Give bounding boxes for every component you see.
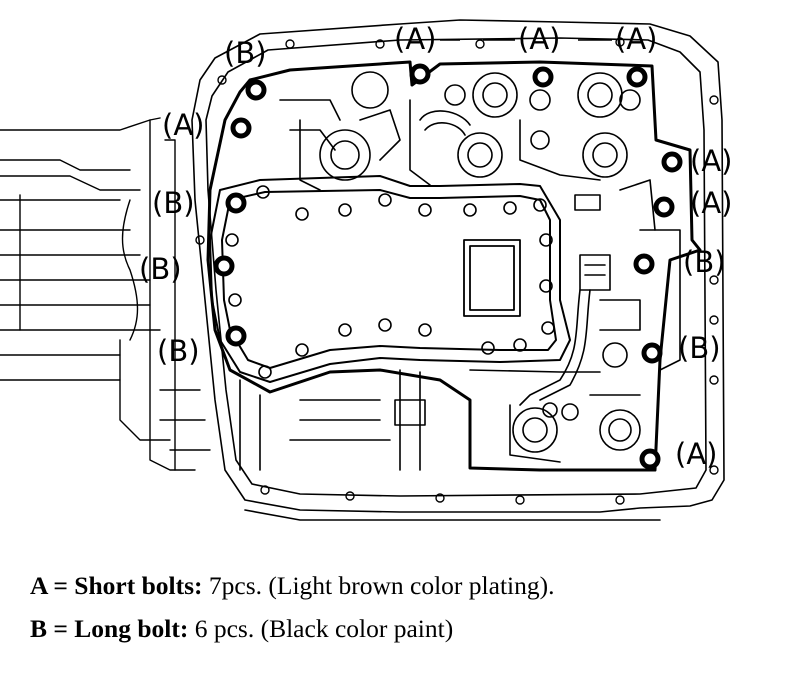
bolt-a-marker [653,196,675,218]
callout-a: (A) [518,22,560,56]
bolt-b-marker [245,79,267,101]
callout-b: (B) [157,334,200,368]
callout-a: (A) [690,186,732,220]
upper-valve-components [279,71,681,371]
bolt-a-marker [661,151,683,173]
callout-a: (A) [615,22,657,56]
bolt-a-marker [532,66,554,88]
callout-a: (A) [394,22,436,56]
callout-b: (B) [152,186,195,220]
legend-a-key: A = Short bolts: [30,571,203,600]
callout-b: (B) [139,252,182,286]
bolt-b-marker [225,192,247,214]
bolt-a-marker [230,117,252,139]
bolt-a-marker [639,448,661,470]
bolt-b-marker [225,325,247,347]
callout-a: (A) [162,108,204,142]
legend-b-key: B = Long bolt: [30,614,189,643]
legend-a-detail: 7pcs. (Light brown color plating). [202,571,555,600]
legend-b-detail: 6 pcs. (Black color paint) [188,614,454,643]
callout-b: (B) [224,36,267,70]
valve-body-outline [206,60,702,472]
callout-b: (B) [683,245,726,279]
legend-short-bolts: A = Short bolts: 7pcs. (Light brown colo… [30,573,555,599]
legend-long-bolts: B = Long bolt: 6 pcs. (Black color paint… [30,616,453,642]
valve-body-drawing: (B) (A) (A) (A) (A) (A) (A) (A) (B) (B) … [0,19,732,521]
bolt-a-marker [409,63,431,85]
lower-valve-components [239,254,641,471]
bolt-b-marker [633,253,655,275]
valve-body-diagram: (B) (A) (A) (A) (A) (A) (A) (A) (B) (B) … [0,19,732,521]
callout-a: (A) [675,437,717,471]
callout-labels: (B) (A) (A) (A) (A) (A) (A) (A) (B) (B) … [139,22,732,471]
callout-a: (A) [690,144,732,178]
oil-strainer [463,239,521,317]
bolt-b-marker [641,342,663,364]
gasket-holes [225,185,555,379]
bolt-markers [213,63,683,470]
case-screw-holes [195,37,719,505]
bolt-a-marker [626,66,648,88]
gearbox-housing [0,117,211,471]
callout-b: (B) [678,331,721,365]
bolt-b-marker [213,255,235,277]
